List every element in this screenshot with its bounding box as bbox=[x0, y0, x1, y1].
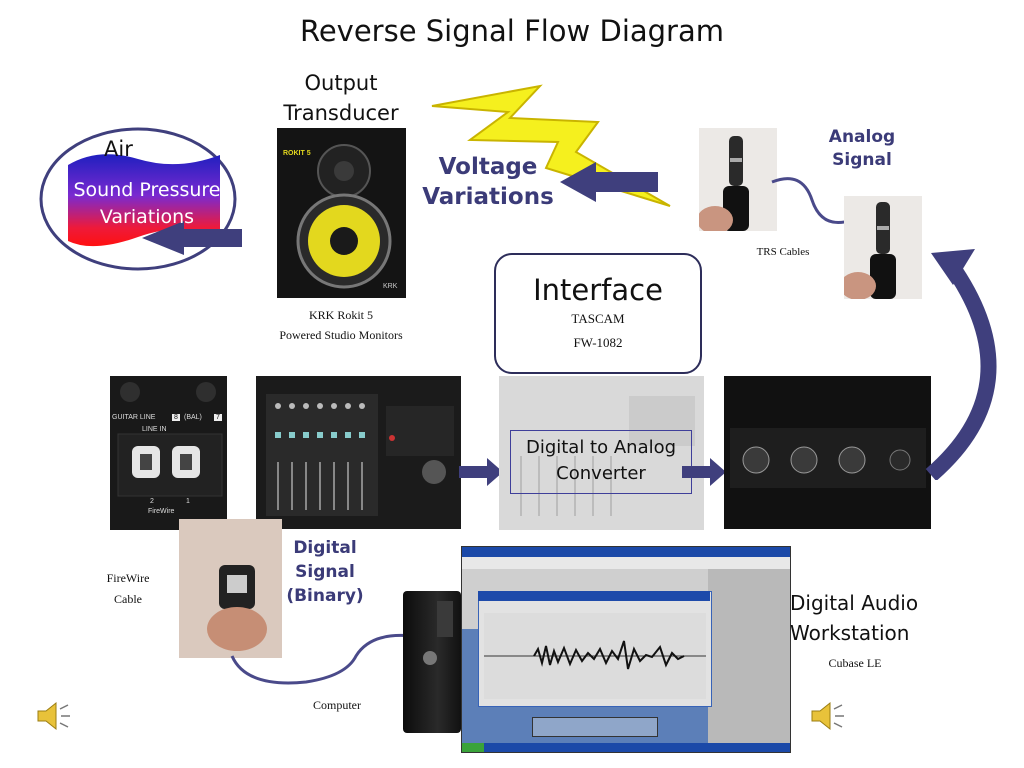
daw-screenshot bbox=[461, 546, 791, 753]
krk-badge: KRK bbox=[383, 283, 398, 290]
digital-line3: (Binary) bbox=[286, 586, 364, 606]
daw-label: Digital Audio Workstation bbox=[790, 588, 934, 648]
firewire-port-2-label: 2 bbox=[150, 498, 154, 505]
trs-plug-image-2 bbox=[844, 196, 922, 299]
speaker-caption-line2: Powered Studio Monitors bbox=[279, 328, 403, 342]
firewire-cable-image bbox=[179, 519, 282, 658]
trs-plug-image-1 bbox=[699, 128, 777, 231]
firewire-cable-line1: FireWire bbox=[106, 571, 150, 585]
output-transducer-line2: Transducer bbox=[283, 101, 399, 125]
studio-monitor-image: ROKIT 5 KRK bbox=[277, 128, 406, 298]
digital-signal-label: Digital Signal (Binary) bbox=[278, 536, 372, 608]
voltage-line1: Voltage bbox=[438, 154, 538, 180]
interface-box: Interface TASCAM FW-1082 bbox=[494, 253, 702, 374]
rear-panel-image bbox=[724, 376, 931, 529]
curved-return-arrow bbox=[925, 249, 997, 480]
converter-line2: Converter bbox=[556, 463, 646, 484]
mixer-to-converter-arrow bbox=[459, 458, 503, 486]
firewire-port-1-label: 1 bbox=[186, 498, 190, 505]
firewire-port-label: FireWire bbox=[148, 508, 175, 515]
sound-pressure-line2: Variations bbox=[99, 206, 195, 228]
computer-tower-image bbox=[403, 591, 461, 733]
interface-model: FW-1082 bbox=[573, 335, 623, 350]
voltage-arrow-left bbox=[560, 162, 658, 202]
bal-label: (BAL) bbox=[184, 414, 202, 421]
analog-line1: Analog bbox=[828, 127, 896, 147]
page-title: Reverse Signal Flow Diagram bbox=[299, 14, 724, 48]
rokit-logo: ROKIT 5 bbox=[283, 150, 311, 157]
voltage-line2: Variations bbox=[422, 184, 554, 210]
interface-faded-image bbox=[499, 376, 704, 530]
speaker-sound-icon[interactable] bbox=[810, 700, 846, 732]
interface-title: Interface bbox=[533, 273, 663, 307]
daw-line1: Digital Audio bbox=[790, 591, 919, 615]
analog-line2: Signal bbox=[832, 150, 892, 170]
sound-pressure-text: Sound Pressure Variations bbox=[62, 177, 232, 231]
firewire-panel-image: GUITAR LINE LINE IN 8 (BAL) 7 2 1 FireWi… bbox=[110, 376, 227, 530]
output-transducer-heading: Output Transducer bbox=[270, 68, 412, 128]
output-transducer-line1: Output bbox=[304, 71, 378, 95]
air-label: Air bbox=[104, 137, 133, 161]
trs-cables-caption: TRS Cables bbox=[756, 246, 810, 258]
converter-line1: Digital to Analog bbox=[525, 437, 677, 458]
trs-cable-line bbox=[771, 177, 853, 224]
firewire-cable-line bbox=[230, 633, 413, 685]
air-ellipse bbox=[39, 127, 242, 271]
channel-8-label: 8 bbox=[172, 414, 180, 421]
channel-7-label: 7 bbox=[214, 414, 222, 421]
voltage-variations-label: Voltage Variations bbox=[418, 152, 558, 212]
firewire-cable-caption: FireWire Cable bbox=[96, 568, 160, 610]
mixer-image bbox=[256, 376, 461, 529]
digital-line1: Digital bbox=[293, 538, 357, 558]
line-in-label: LINE IN bbox=[142, 426, 167, 433]
speaker-caption: KRK Rokit 5 Powered Studio Monitors bbox=[258, 305, 424, 345]
converter-to-inputs-arrow bbox=[682, 458, 726, 486]
daw-line2: Workstation bbox=[790, 621, 910, 645]
guitar-line-label: GUITAR LINE bbox=[112, 414, 156, 421]
speaker-caption-line1: KRK Rokit 5 bbox=[308, 308, 373, 322]
speaker-sound-icon[interactable] bbox=[36, 700, 72, 732]
computer-caption: Computer bbox=[313, 698, 361, 712]
firewire-cable-line2: Cable bbox=[114, 592, 142, 606]
sound-pressure-line1: Sound Pressure bbox=[73, 179, 221, 201]
daw-caption: Cubase LE bbox=[828, 656, 882, 670]
analog-signal-label: Analog Signal bbox=[818, 126, 906, 172]
interface-brand: TASCAM bbox=[571, 311, 625, 326]
digital-line2: Signal bbox=[295, 562, 355, 582]
dac-converter-box: Digital to Analog Converter bbox=[510, 430, 692, 494]
